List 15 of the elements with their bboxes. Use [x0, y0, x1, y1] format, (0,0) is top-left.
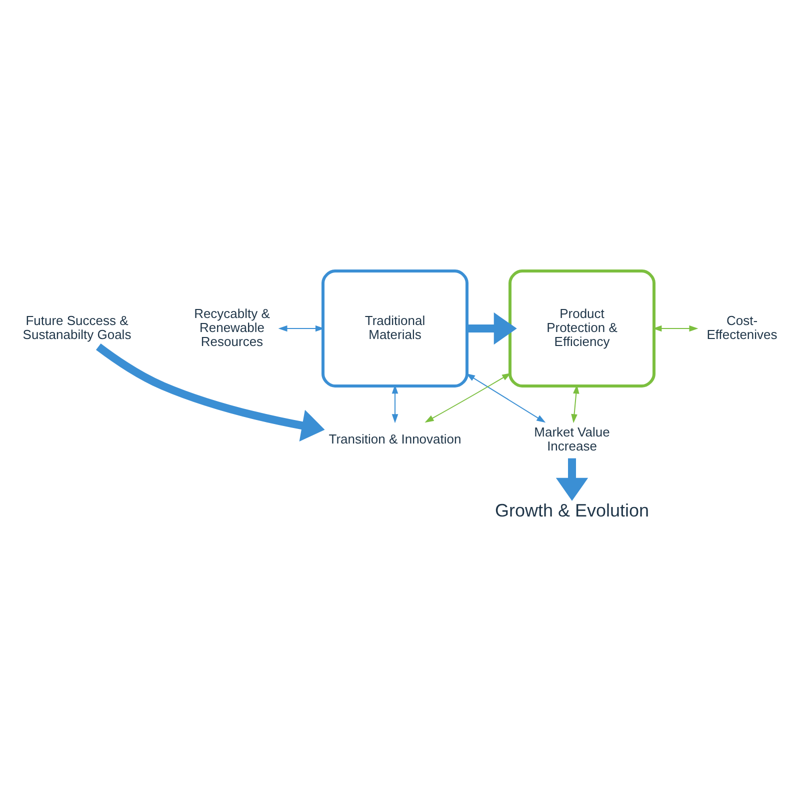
- arrow: [424, 372, 512, 422]
- arrow: [96, 342, 325, 441]
- node-text: Transition & Innovation: [328, 430, 462, 446]
- arrow: [652, 324, 698, 332]
- arrow: [467, 312, 517, 344]
- arrow: [278, 324, 324, 332]
- node-box: Traditional Materials: [322, 269, 468, 387]
- node-text: Growth & Evolution: [494, 500, 650, 520]
- arrow: [466, 372, 546, 422]
- node-box: Product Protection & Efficiency: [508, 269, 656, 387]
- node-text: Recycablty & Renewable Resources: [194, 305, 270, 348]
- node-text: Cost- Effectenives: [706, 312, 778, 342]
- node-text: Market Value Increase: [534, 424, 610, 453]
- node-text: Future Success & Sustanabilty Goals: [22, 312, 132, 342]
- arrow: [556, 458, 588, 500]
